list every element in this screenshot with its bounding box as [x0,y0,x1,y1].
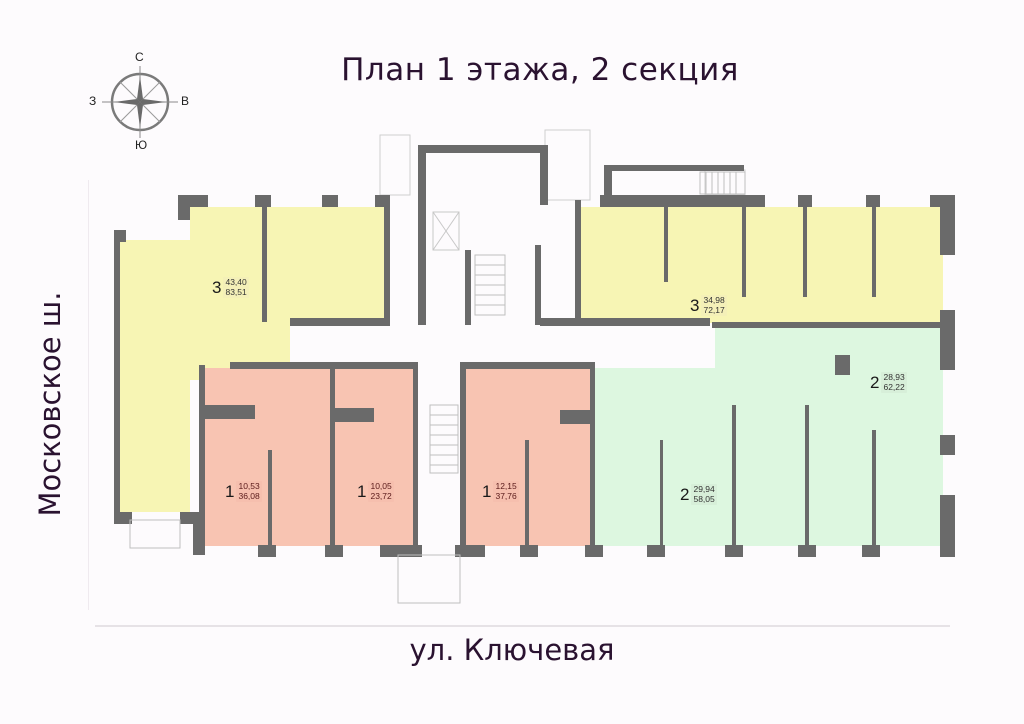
compass-south: Ю [135,138,148,152]
apartment-3-right[interactable] [578,207,943,323]
walls [114,145,955,557]
total-area: 23,72 [370,490,392,501]
living-area: 10,05 [370,481,392,491]
living-area: 43,40 [225,277,247,287]
elevator-icon [432,211,460,251]
plan-title: План 1 этажа, 2 секция [341,52,739,88]
living-area: 10,53 [238,481,260,491]
total-area: 37,76 [495,490,517,501]
compass-west: З [89,94,97,108]
road-edge-left [88,180,89,610]
living-area: 12,15 [495,481,517,491]
total-area: 36,08 [238,490,260,501]
total-area: 58,05 [693,493,715,504]
living-area: 29,94 [693,484,715,494]
apartment-1-b[interactable] [334,368,416,546]
living-area: 28,93 [883,372,905,382]
street-label-bottom: ул. Ключевая [409,633,615,667]
total-area: 83,51 [225,286,247,297]
apartment-2-bottom[interactable] [594,368,809,546]
compass-rose: С Ю З В [84,46,196,158]
road-edge-bottom [95,625,950,627]
compass-north: С [135,50,144,64]
compass-icon [102,66,178,138]
living-area: 34,98 [703,295,725,305]
compass-east: В [181,94,190,108]
stairs [129,171,746,604]
total-area: 72,17 [703,304,725,315]
total-area: 62,22 [883,381,905,392]
